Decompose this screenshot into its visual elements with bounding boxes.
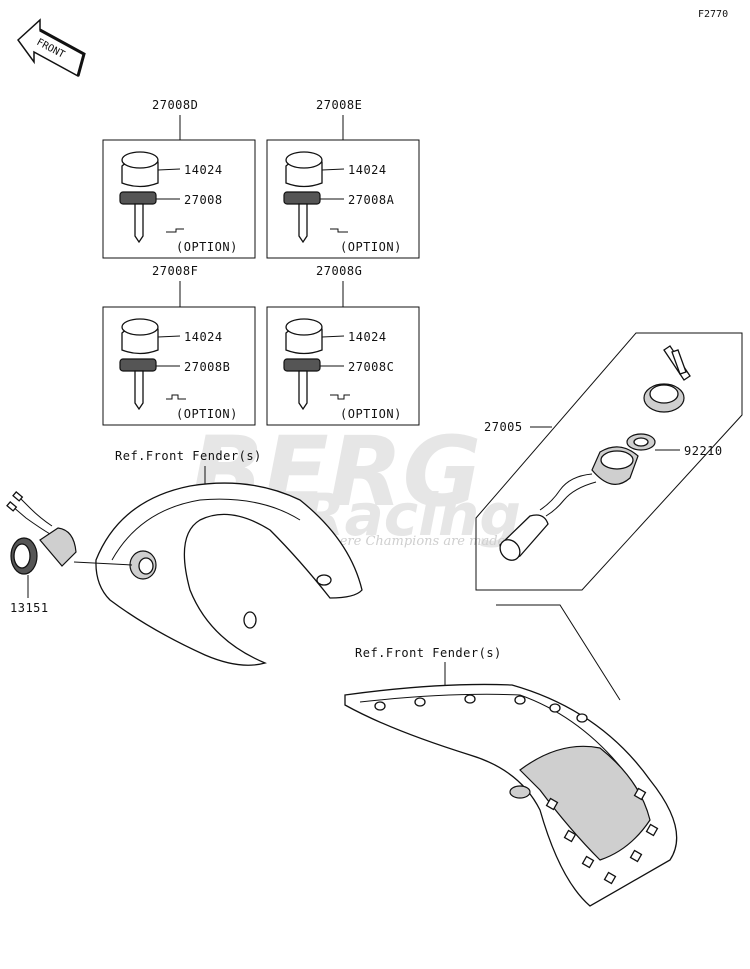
key-kit-27008D: 27008D 14024 27008 (OPTION) <box>102 98 256 259</box>
cap-label: 14024 <box>184 330 223 344</box>
key-label: 27008 <box>184 193 223 207</box>
kit-label: 27008F <box>152 264 198 278</box>
figure-code: F2770 <box>698 9 728 20</box>
ignition-switch-assembly: 27005 92210 <box>475 332 743 701</box>
fender-ref-label-2: Ref.Front Fender(s) <box>355 646 502 660</box>
fender-ref-label-1: Ref.Front Fender(s) <box>115 449 262 463</box>
watermark: BERG Racing Where Champions are made <box>190 416 521 549</box>
key-kit-27008G: 27008G 14024 27008C (OPTION) <box>266 264 420 426</box>
option-note: (OPTION) <box>340 240 402 254</box>
kit-label: 27008G <box>316 264 362 278</box>
front-fender-upper: Ref.Front Fender(s) <box>95 449 363 666</box>
key-label: 27008A <box>348 193 395 207</box>
option-note: (OPTION) <box>176 240 238 254</box>
key-kit-27008E: 27008E 14024 27008A (OPTION) <box>266 98 420 259</box>
front-direction-arrow: FRONT <box>16 18 86 78</box>
switch-label: 27005 <box>484 420 523 434</box>
key-kit-27008F: 27008F 14024 27008B (OPTION) <box>102 264 256 426</box>
cap-label: 14024 <box>184 163 223 177</box>
indicator-lamp: 13151 <box>6 490 133 615</box>
key-label: 27008B <box>184 360 230 374</box>
option-note: (OPTION) <box>340 407 402 421</box>
cap-label: 14024 <box>348 163 387 177</box>
option-note: (OPTION) <box>176 407 238 421</box>
front-fender-lower: Ref.Front Fender(s) <box>344 646 678 907</box>
key-label: 27008C <box>348 360 394 374</box>
watermark-tagline: Where Champions are made <box>318 534 506 549</box>
nut-label: 92210 <box>684 444 723 458</box>
kit-label: 27008D <box>152 98 198 112</box>
cap-label: 14024 <box>348 330 387 344</box>
lamp-label: 13151 <box>10 601 49 615</box>
kit-label: 27008E <box>316 98 362 112</box>
